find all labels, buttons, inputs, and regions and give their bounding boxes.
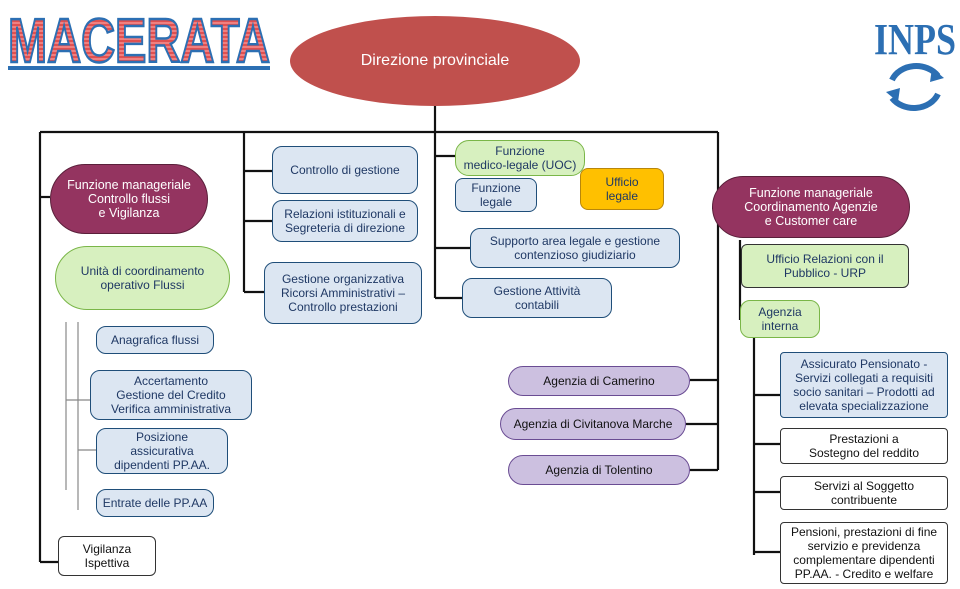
anagrafica-box: Anagrafica flussi — [96, 326, 214, 354]
svg-text:MACERATA: MACERATA — [8, 8, 270, 72]
root-direzione-provinciale: Direzione provinciale — [290, 16, 580, 106]
uoc-box: Funzione medico-legale (UOC) — [455, 140, 585, 176]
entrate-box: Entrate delle PP.AA — [96, 489, 214, 517]
posizione-box: Posizione assicurativa dipendenti PP.AA. — [96, 428, 228, 474]
urp-box: Ufficio Relazioni con il Pubblico - URP — [741, 244, 909, 288]
funzione-legale-box: Funzione legale — [455, 178, 537, 212]
left-manager-box: Funzione manageriale Controllo flussi e … — [50, 164, 208, 234]
coord-unit-box: Unità di coordinamento operativo Flussi — [55, 246, 230, 310]
agenzia-interna-box: Agenzia interna — [740, 300, 820, 338]
ufficio-legale-box: Ufficio legale — [580, 168, 664, 210]
agenzia-civitanova-box: Agenzia di Civitanova Marche — [500, 408, 686, 440]
right-manager-box: Funzione manageriale Coordinamento Agenz… — [712, 176, 910, 238]
supporto-legale-box: Supporto area legale e gestione contenzi… — [470, 228, 680, 268]
attivita-contabili-box: Gestione Attività contabili — [462, 278, 612, 318]
inps-logo: INPS — [874, 15, 956, 111]
agenzia-tolentino-box: Agenzia di Tolentino — [508, 455, 690, 485]
prestazioni-box: Prestazioni a Sostegno del reddito — [780, 428, 948, 464]
agenzia-camerino-box: Agenzia di Camerino — [508, 366, 690, 396]
accertamento-box: Accertamento Gestione del Credito Verifi… — [90, 370, 252, 420]
pensioni-box: Pensioni, prestazioni di fine servizio e… — [780, 522, 948, 584]
gestione-organizzativa-box: Gestione organizzativa Ricorsi Amministr… — [264, 262, 422, 324]
relazioni-istituzionali-box: Relazioni istituzionali e Segreteria di … — [272, 200, 418, 242]
svg-text:INPS: INPS — [874, 15, 956, 64]
macerata-logo: MACERATA — [7, 8, 272, 72]
controllo-gestione-box: Controllo di gestione — [272, 146, 418, 194]
vigilanza-box: Vigilanza Ispettiva — [58, 536, 156, 576]
assicurato-box: Assicurato Pensionato - Servizi collegat… — [780, 352, 948, 418]
servizi-contribuente-box: Servizi al Soggetto contribuente — [780, 476, 948, 510]
